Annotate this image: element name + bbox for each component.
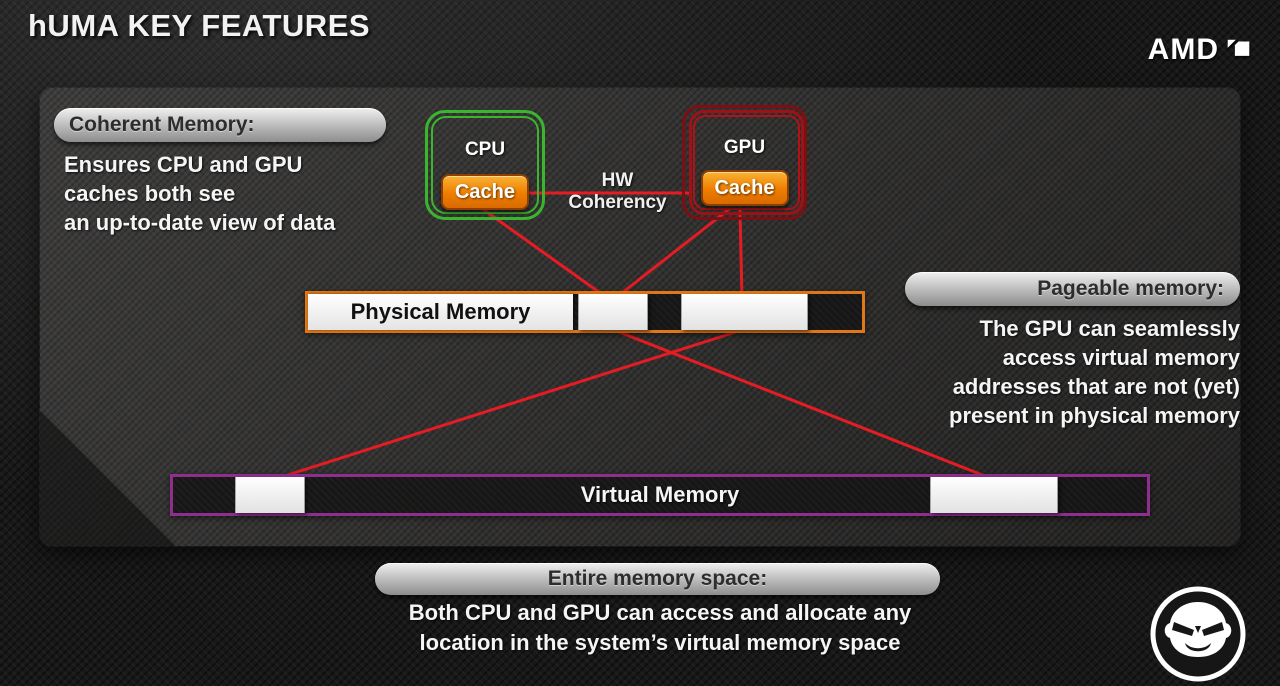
mascot-logo-icon xyxy=(1148,584,1248,684)
physical-memory-label: Physical Memory xyxy=(350,299,531,324)
entire-line-2: location in the system’s virtual memory … xyxy=(419,630,901,655)
entire-memory-text: Both CPU and GPU can access and allocate… xyxy=(320,598,1000,658)
gpu-label: GPU xyxy=(723,137,766,158)
gpu-box-outline-mid xyxy=(689,110,804,215)
cpu-cache-chip: Cache xyxy=(441,174,529,210)
coherent-line-3: an up-to-date view of data xyxy=(64,210,336,235)
coherent-line-1: Ensures CPU and GPU xyxy=(64,152,303,177)
gpu-box: GPU Cache xyxy=(682,105,807,220)
coherent-memory-text: Ensures CPU and GPU caches both see an u… xyxy=(64,150,394,237)
physical-memory-label-segment: Physical Memory xyxy=(308,294,573,330)
pageable-line-2: access virtual memory xyxy=(1002,345,1240,370)
coherent-memory-heading-label: Coherent Memory: xyxy=(69,113,255,136)
amd-arrow-icon xyxy=(1227,39,1250,56)
virtual-memory-block-right xyxy=(930,477,1058,513)
pageable-line-1: The GPU can seamlessly xyxy=(979,316,1240,341)
physical-memory-bar: Physical Memory xyxy=(305,291,865,333)
physical-memory-block-2 xyxy=(681,294,808,330)
hw-coherency-label: HW Coherency xyxy=(560,170,675,214)
hw-coherency-line-1: HW xyxy=(601,170,634,191)
pageable-line-3: addresses that are not (yet) xyxy=(952,374,1240,399)
pageable-memory-heading-label: Pageable memory: xyxy=(1037,277,1224,300)
gpu-box-outline-back xyxy=(682,105,807,220)
virtual-memory-block-left xyxy=(235,477,305,513)
gpu-cache-chip: Cache xyxy=(700,170,789,206)
cpu-box: CPU Cache xyxy=(425,110,545,220)
hw-coherency-line-2: Coherency xyxy=(568,192,667,213)
entire-memory-heading-label: Entire memory space: xyxy=(547,567,768,590)
amd-logo-text: AMD xyxy=(1147,33,1219,66)
virtual-memory-label: Virtual Memory xyxy=(580,482,740,507)
coherent-memory-heading: Coherent Memory: xyxy=(54,108,386,142)
entire-line-1: Both CPU and GPU can access and allocate… xyxy=(408,600,912,625)
page-title: hUMA KEY FEATURES xyxy=(28,8,371,43)
entire-memory-heading: Entire memory space: xyxy=(375,563,940,595)
cpu-label: CPU xyxy=(464,139,506,160)
amd-logo: AMD xyxy=(1148,33,1252,67)
pageable-memory-text: The GPU can seamlessly access virtual me… xyxy=(895,314,1240,430)
physical-memory-block-1 xyxy=(578,294,648,330)
gpu-box-outline-front xyxy=(693,115,800,210)
pageable-line-4: present in physical memory xyxy=(949,403,1240,428)
virtual-memory-bar: Virtual Memory xyxy=(170,474,1150,516)
coherent-line-2: caches both see xyxy=(64,181,236,206)
panel-corner-shadow xyxy=(40,411,175,546)
pageable-memory-heading: Pageable memory: xyxy=(905,272,1240,306)
diagram-panel: Coherent Memory: Ensures CPU and GPU cac… xyxy=(40,88,1240,546)
